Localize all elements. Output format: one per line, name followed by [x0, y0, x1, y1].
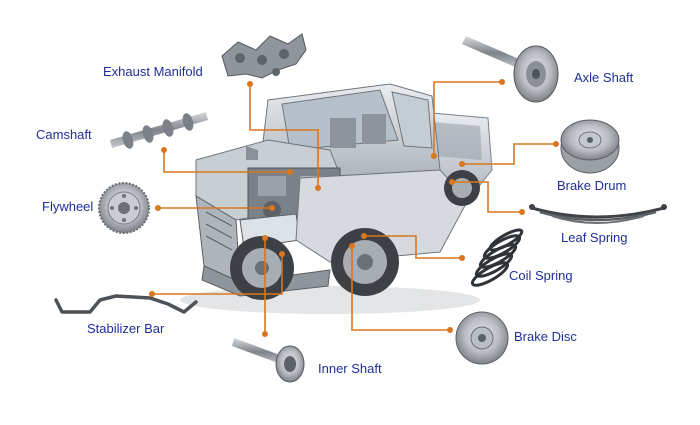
leader-axle-shaft	[433, 81, 502, 156]
leader-stabilizer-bar	[152, 254, 283, 295]
leader-exhaust-manifold	[249, 84, 319, 188]
inner-shaft-icon	[232, 338, 305, 383]
flywheel-icon	[98, 182, 150, 234]
exhaust-manifold-icon	[221, 33, 307, 79]
leaf-spring-icon	[529, 204, 667, 224]
leader-lines	[152, 81, 556, 334]
leader-leaf-spring	[452, 181, 522, 213]
label-brake-disc: Brake Disc	[514, 329, 577, 344]
label-exhaust-manifold: Exhaust Manifold	[103, 64, 203, 79]
label-flywheel: Flywheel	[42, 199, 94, 214]
leader-coil-spring	[364, 235, 462, 259]
label-leaf-spring: Leaf Spring	[561, 230, 628, 245]
brake-disc-icon	[455, 311, 509, 365]
label-axle-shaft: Axle Shaft	[574, 70, 634, 85]
label-stabilizer-bar: Stabilizer Bar	[87, 321, 165, 336]
label-coil-spring: Coil Spring	[509, 268, 573, 283]
label-inner-shaft: Inner Shaft	[318, 361, 382, 376]
leader-dots	[149, 79, 559, 337]
pickup-truck-illustration	[180, 83, 493, 314]
leader-brake-disc	[351, 246, 450, 331]
camshaft-icon	[110, 112, 208, 149]
brake-drum-icon	[560, 119, 620, 174]
leader-camshaft	[163, 150, 290, 173]
label-brake-drum: Brake Drum	[557, 178, 627, 193]
leader-brake-drum	[462, 143, 556, 165]
coil-spring-icon	[470, 228, 524, 287]
stabilizer-bar-icon	[54, 294, 198, 314]
axle-shaft-icon	[462, 36, 559, 103]
label-camshaft: Camshaft	[36, 127, 92, 142]
